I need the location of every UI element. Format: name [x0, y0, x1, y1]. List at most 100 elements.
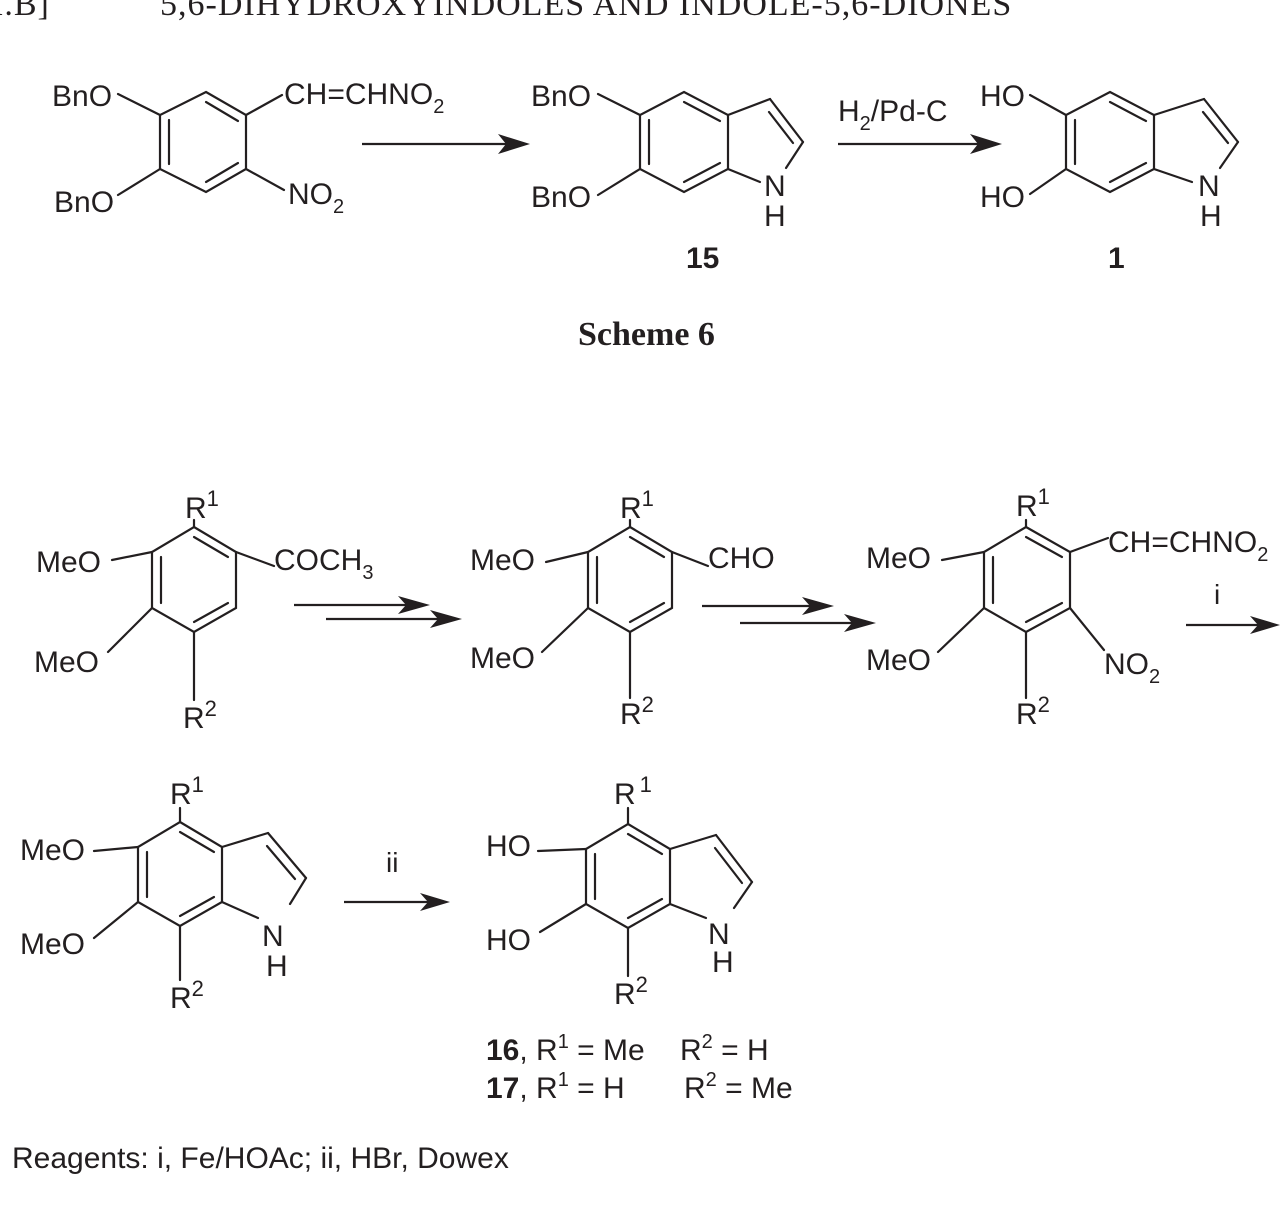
vinyl-nitro-label: CH=CHNO2 — [284, 78, 444, 118]
bno-top-label: BnO — [531, 80, 591, 113]
bno-top-label: BnO — [52, 80, 112, 113]
compound-15: BnO BnO N H 15 — [531, 80, 805, 275]
multistep-arrow-1 — [294, 596, 462, 628]
acetyl-label: COCH3 — [274, 544, 373, 584]
scheme-6-caption: Scheme 6 — [578, 316, 715, 353]
r2-text: R — [614, 978, 636, 1011]
r1-text: R — [620, 492, 642, 525]
indole-h-label: H — [1200, 200, 1222, 233]
r2-label: R2 — [620, 692, 654, 731]
meo-top-label: MeO — [470, 544, 535, 577]
arrow-ii-label: ii — [386, 847, 398, 878]
indole-h-label: H — [266, 950, 288, 983]
legend-row-17-r2: R2 = Me — [684, 1069, 793, 1105]
r1-text: R — [170, 778, 192, 811]
scheme6-arrow-2: H2/Pd-C — [838, 95, 1002, 154]
r1-text: R — [185, 492, 207, 525]
r2-sup: 2 — [642, 692, 654, 717]
dimethoxyindole-compound: R1 MeO MeO N H R2 — [20, 772, 308, 1015]
indole-n-label: N — [764, 170, 786, 203]
bno-bottom-label: BnO — [54, 186, 114, 219]
vinyl-text: CH=CHNO — [1108, 526, 1257, 559]
ho-top-label: HO — [486, 830, 531, 863]
r2-value: = Me — [717, 1072, 793, 1105]
meo-top-label: MeO — [36, 546, 101, 579]
r2-text: R — [620, 698, 642, 731]
r1-label: R1 — [620, 486, 654, 525]
r2-sup: 2 — [636, 972, 648, 997]
nitro-text: NO — [1104, 648, 1149, 681]
bno-bottom-label: BnO — [531, 181, 591, 214]
r2-text: R — [680, 1034, 702, 1067]
r1-sup: 1 — [1038, 484, 1050, 509]
legend-row-16: 16, R1 = Me — [486, 1031, 645, 1067]
compound-number-1: 1 — [1108, 242, 1125, 275]
arrow-ii: ii — [344, 847, 450, 911]
r2-value: = H — [713, 1034, 769, 1067]
r1-text: , R — [519, 1072, 557, 1105]
meo-top-label: MeO — [866, 542, 931, 575]
cho-label: CHO — [708, 542, 775, 575]
r2-sup: 2 — [702, 1031, 713, 1053]
ho-bottom-label: HO — [980, 181, 1025, 214]
r1-sup: 1 — [558, 1031, 569, 1053]
vinyl-text: CH=CHNO — [284, 78, 433, 111]
nitro-label: NO2 — [288, 178, 344, 218]
nitro-sub: 2 — [333, 196, 344, 218]
acetophenone-compound: R1 MeO MeO COCH3 R2 — [34, 486, 373, 735]
vinyl-sub: 2 — [1257, 544, 1268, 566]
meo-top-label: MeO — [20, 834, 85, 867]
r1-sup: 1 — [207, 486, 219, 511]
r2-label: R2 — [1016, 692, 1050, 731]
h-text: H — [838, 95, 860, 128]
r2-sup: 2 — [1038, 692, 1050, 717]
r1-label: R1 — [1016, 484, 1050, 523]
h-sub: 2 — [860, 113, 871, 135]
nitro-sub: 2 — [1149, 666, 1160, 688]
r1-text: R — [614, 778, 636, 811]
vinyl-nitro-label: CH=CHNO2 — [1108, 526, 1268, 566]
r1-sup: 1 — [642, 486, 654, 511]
nitro-label: NO2 — [1104, 648, 1160, 688]
r2-text: R — [170, 982, 192, 1015]
r1-text: R — [1016, 490, 1038, 523]
r2-label: R2 — [614, 972, 648, 1011]
ho-top-label: HO — [980, 80, 1025, 113]
indole-n-label: N — [262, 920, 284, 953]
acetyl-text: COCH — [274, 544, 362, 577]
r2-sup: 2 — [205, 696, 217, 721]
acetyl-sub: 3 — [362, 562, 373, 584]
reagents-note: Reagents: i, Fe/HOAc; ii, HBr, Dowex — [12, 1142, 509, 1175]
r1-value: = H — [569, 1072, 625, 1105]
arrow-i-label: i — [1214, 579, 1220, 610]
r1-sup: 1 — [192, 772, 204, 797]
r1-value: = Me — [569, 1034, 645, 1067]
multistep-arrow-2 — [702, 597, 876, 632]
r2-sup: 2 — [706, 1069, 717, 1091]
compound-number-16: 16 — [486, 1034, 519, 1067]
meo-bottom-label: MeO — [866, 644, 931, 677]
r2-label: R2 — [170, 976, 204, 1015]
indole-n-label: N — [1198, 170, 1220, 203]
ho-bottom-label: HO — [486, 924, 531, 957]
section-number: I.B] — [0, 0, 50, 23]
indole-h-label: H — [712, 946, 734, 979]
compound-number-17: 17 — [486, 1072, 519, 1105]
r2-text: R — [183, 702, 205, 735]
r1-label: R1 — [185, 486, 219, 525]
vinyl-sub: 2 — [433, 96, 444, 118]
meo-bottom-label: MeO — [20, 928, 85, 961]
indole-n-label: N — [708, 918, 730, 951]
pd-c-text: /Pd-C — [871, 95, 948, 128]
r1-label: R1 — [170, 772, 204, 811]
meo-bottom-label: MeO — [34, 646, 99, 679]
legend-row-17: 17, R1 = H — [486, 1069, 625, 1105]
running-header: I.B] 5,6-DIHYDROXYINDOLES AND INDOLE-5,6… — [0, 0, 1286, 26]
running-title: 5,6-DIHYDROXYINDOLES AND INDOLE-5,6-DION… — [160, 0, 1013, 23]
aldehyde-compound: R1 MeO MeO CHO R2 — [470, 486, 775, 731]
r2-text: R — [1016, 698, 1038, 731]
r1-sup: 1 — [558, 1069, 569, 1091]
arrow-2-label: H2/Pd-C — [838, 95, 947, 135]
